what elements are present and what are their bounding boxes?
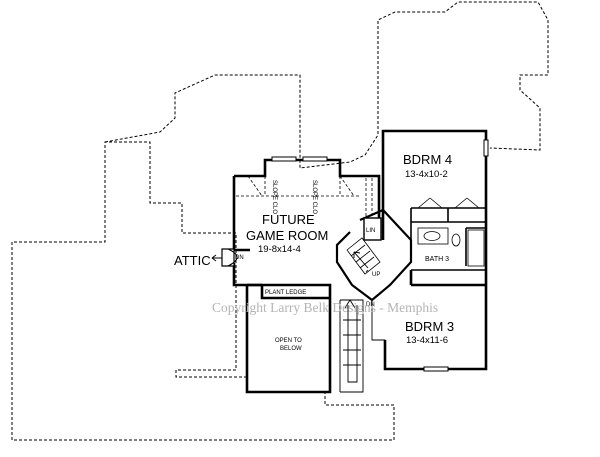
slope-clo-a: SLOPE CLO — [271, 180, 277, 214]
bdrm4-dims: 13-4x10-2 — [405, 169, 448, 180]
roof-outline — [11, 1, 549, 441]
closet-doors — [417, 197, 480, 209]
attic-arrow — [211, 254, 222, 262]
bdrm3-dims: 13-4x11-6 — [406, 335, 448, 346]
copyright-watermark: Copyright Larry Belk Designs - Memphis — [212, 300, 438, 315]
toilet — [451, 233, 461, 247]
hall-walls — [335, 208, 413, 302]
window — [271, 156, 297, 162]
dn-label: DN — [366, 302, 375, 308]
linen-closet — [363, 217, 382, 241]
open-line2: BELOW — [280, 346, 302, 352]
attic-door — [221, 248, 238, 267]
closet-walls — [410, 207, 486, 223]
game-name-1: FUTURE — [262, 212, 315, 227]
open-line1: OPEN TO — [275, 338, 302, 344]
stair-up — [346, 237, 381, 275]
open-walls — [245, 283, 332, 394]
stair-dn-arrow — [344, 299, 356, 309]
game-name-2: GAME ROOM — [246, 228, 328, 243]
window — [483, 139, 489, 157]
attic-label: ATTIC — [174, 253, 211, 268]
tub — [467, 229, 485, 267]
plant-ledge-label: PLANT LEDGE — [265, 290, 306, 296]
down-stair — [339, 299, 386, 393]
slope-closet-lines — [236, 175, 373, 240]
vanity — [417, 227, 449, 245]
slope-clo-b: SLOPE CLO — [311, 180, 317, 214]
sink — [423, 231, 441, 241]
bath3-name: BATH 3 — [425, 256, 449, 263]
up-label: UP — [372, 272, 380, 278]
window — [302, 156, 328, 162]
lin-label: LIN — [366, 228, 375, 234]
bdrm3-name: BDRM 3 — [405, 319, 454, 334]
window — [423, 366, 449, 372]
attic-dn-label: DN — [235, 255, 244, 261]
game-dims: 19-8x14-4 — [258, 244, 301, 255]
stair-arrow — [353, 251, 369, 269]
bdrm4-name: BDRM 4 — [403, 152, 452, 167]
